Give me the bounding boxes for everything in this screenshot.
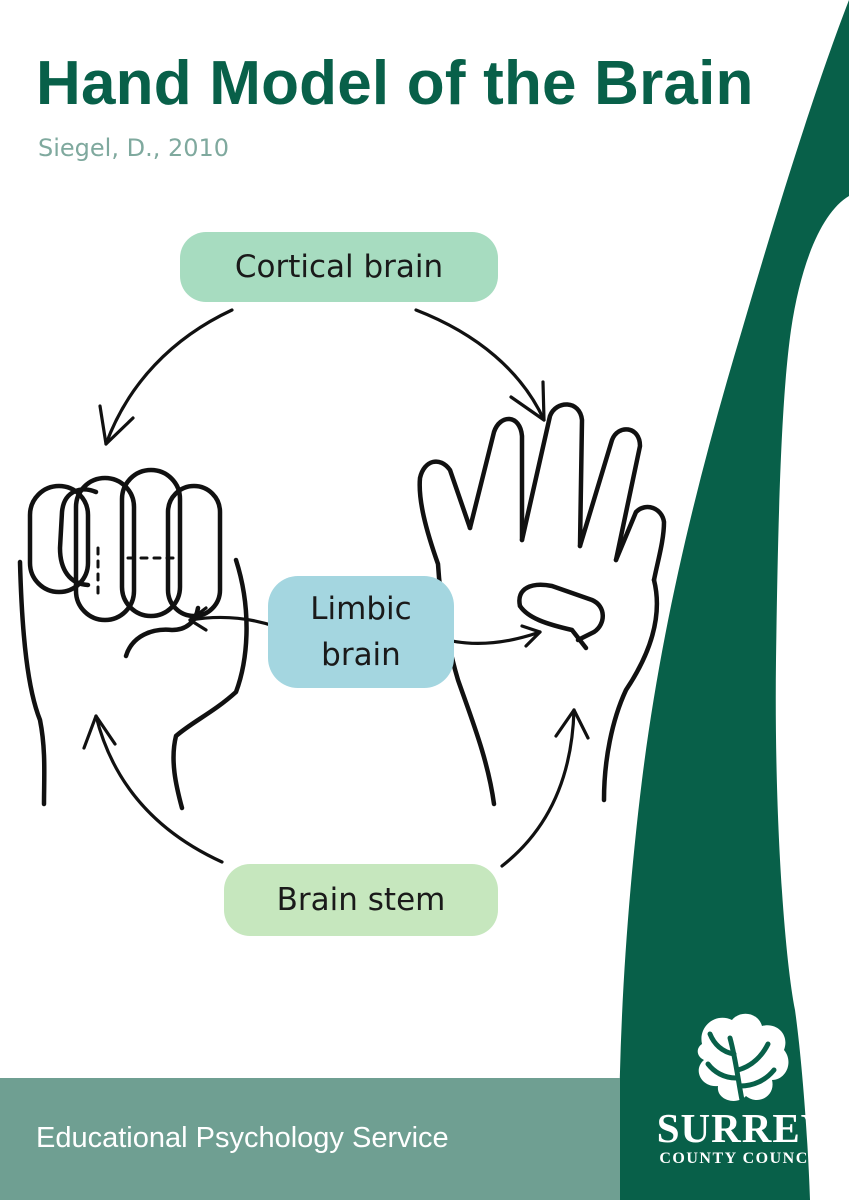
arrow-stem-to-fist	[94, 714, 224, 864]
arrow-cortical-to-fist	[104, 308, 234, 446]
arrow-stem-to-open-hand	[500, 708, 576, 868]
arrowhead	[554, 708, 590, 740]
cortical-brain-label: Cortical brain	[180, 232, 498, 302]
arrow-cortical-to-open-hand	[414, 308, 546, 422]
footer-band	[0, 1078, 620, 1200]
logo-name: SURREY	[656, 1105, 832, 1151]
limbic-brain-label: Limbic brain	[268, 576, 454, 688]
surrey-oak-leaf-icon	[697, 1013, 789, 1103]
arrowhead	[188, 606, 208, 632]
limbic-brain-text-line1: Limbic	[310, 591, 412, 627]
brain-stem-text: Brain stem	[276, 882, 446, 918]
limbic-brain-text-line2: brain	[321, 637, 401, 673]
citation: Siegel, D., 2010	[38, 134, 230, 162]
cortical-brain-text: Cortical brain	[234, 249, 444, 285]
service-name: Educational Psychology Service	[36, 1122, 449, 1154]
page-title: Hand Model of the Brain	[36, 49, 754, 118]
arrowhead	[509, 380, 546, 422]
arrowhead	[98, 404, 135, 446]
logo-subtitle: COUNTY COUNCIL	[659, 1150, 829, 1167]
arrowhead	[82, 714, 117, 750]
arrowhead	[520, 624, 542, 648]
brain-stem-label: Brain stem	[224, 864, 498, 936]
